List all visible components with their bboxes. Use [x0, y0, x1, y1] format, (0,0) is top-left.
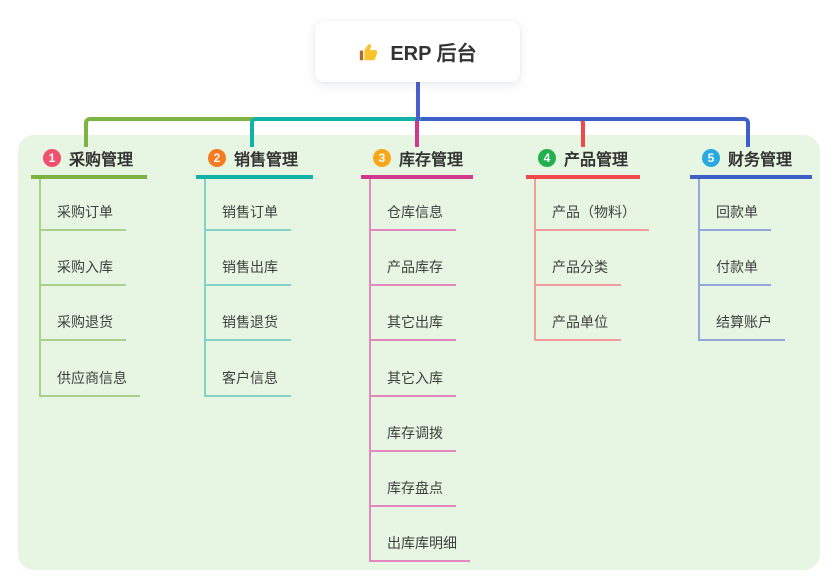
branch-number-badge: 3 — [373, 149, 391, 167]
child-node[interactable]: 采购入库 — [39, 257, 126, 286]
branch-number-badge: 2 — [208, 149, 226, 167]
branch-node-3[interactable]: 3 库存管理 — [361, 146, 473, 179]
branch-number-badge: 1 — [43, 149, 61, 167]
thumbs-up-icon — [358, 41, 380, 63]
child-node[interactable]: 其它入库 — [369, 368, 456, 397]
child-node[interactable]: 产品单位 — [534, 312, 621, 341]
branch-number-badge: 4 — [538, 149, 556, 167]
child-node[interactable]: 产品（物料） — [534, 202, 649, 231]
root-title: ERP 后台 — [390, 43, 477, 65]
child-node[interactable]: 付款单 — [698, 257, 771, 286]
branch-label: 产品管理 — [564, 152, 629, 169]
connector-branch-2 — [250, 117, 421, 147]
branch-label: 销售管理 — [234, 152, 299, 169]
branch-label: 采购管理 — [69, 152, 134, 169]
child-node[interactable]: 结算账户 — [698, 312, 785, 341]
mindmap-background-panel — [18, 135, 820, 570]
child-rail-line — [698, 179, 700, 341]
branch-label: 财务管理 — [728, 152, 793, 169]
connector-root-stem — [416, 82, 420, 121]
child-node[interactable]: 出库库明细 — [369, 533, 470, 562]
child-rail-line — [534, 179, 536, 341]
child-node[interactable]: 仓库信息 — [369, 202, 456, 231]
child-node[interactable]: 销售出库 — [204, 257, 291, 286]
branch-node-2[interactable]: 2 销售管理 — [196, 146, 313, 179]
connector-branch-3 — [415, 119, 419, 147]
child-node[interactable]: 供应商信息 — [39, 368, 140, 397]
root-node[interactable]: ERP 后台 — [315, 21, 520, 82]
child-node[interactable]: 库存盘点 — [369, 478, 456, 507]
child-rail-line — [39, 179, 41, 397]
child-rail-line — [204, 179, 206, 397]
branch-number-badge: 5 — [702, 149, 720, 167]
branch-node-4[interactable]: 4 产品管理 — [526, 146, 640, 179]
branch-label: 库存管理 — [399, 152, 464, 169]
connector-branch-5 — [417, 117, 750, 147]
branch-node-5[interactable]: 5 财务管理 — [690, 146, 812, 179]
child-node[interactable]: 客户信息 — [204, 368, 291, 397]
child-node[interactable]: 销售退货 — [204, 312, 291, 341]
child-rail-line — [369, 179, 371, 562]
child-node[interactable]: 产品库存 — [369, 257, 456, 286]
branch-node-1[interactable]: 1 采购管理 — [31, 146, 147, 179]
child-node[interactable]: 库存调拨 — [369, 423, 456, 452]
child-node[interactable]: 产品分类 — [534, 257, 621, 286]
child-node[interactable]: 回款单 — [698, 202, 771, 231]
child-node[interactable]: 采购订单 — [39, 202, 126, 231]
child-node[interactable]: 其它出库 — [369, 312, 456, 341]
child-node[interactable]: 采购退货 — [39, 312, 126, 341]
child-node[interactable]: 销售订单 — [204, 202, 291, 231]
